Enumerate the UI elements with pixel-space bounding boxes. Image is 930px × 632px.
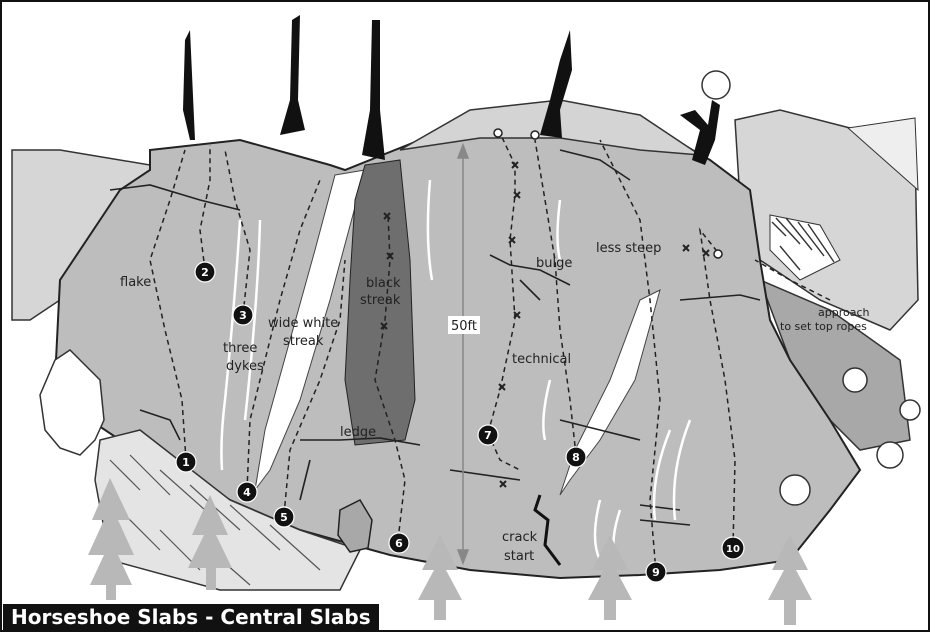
svg-text:8: 8 <box>572 451 580 464</box>
label-black: black <box>366 276 401 291</box>
svg-text:9: 9 <box>652 566 660 579</box>
route-marker-2[interactable]: 2 <box>195 262 215 282</box>
svg-text:7: 7 <box>484 429 492 442</box>
label-flake: flake <box>120 275 151 290</box>
label-bulge: bulge <box>536 256 572 271</box>
bush-right-2 <box>877 442 903 468</box>
label-wide-white: wide white <box>268 316 338 331</box>
route-marker-6[interactable]: 6 <box>389 533 409 553</box>
label-dykes: dykes <box>226 359 264 374</box>
label-start: start <box>504 549 534 564</box>
route-marker-8[interactable]: 8 <box>566 447 586 467</box>
route-marker-7[interactable]: 7 <box>478 425 498 445</box>
svg-text:4: 4 <box>243 486 251 499</box>
label-black-streak: streak <box>360 293 401 308</box>
label-to-set: to set top ropes <box>780 320 867 333</box>
bush-right-3 <box>780 475 810 505</box>
route-marker-4[interactable]: 4 <box>237 482 257 502</box>
route-marker-9[interactable]: 9 <box>646 562 666 582</box>
height-label: 50ft <box>451 319 477 334</box>
bush-right-1 <box>843 368 867 392</box>
route-marker-3[interactable]: 3 <box>233 305 253 325</box>
bush-top <box>702 71 730 99</box>
label-technical: technical <box>512 352 571 367</box>
label-ledge: ledge <box>340 425 376 440</box>
svg-text:6: 6 <box>395 537 403 550</box>
label-crack: crack <box>502 530 538 545</box>
svg-text:10: 10 <box>726 544 740 555</box>
label-less-steep: less steep <box>596 241 661 256</box>
route-marker-5[interactable]: 5 <box>274 507 294 527</box>
label-approach: approach <box>818 306 870 319</box>
route-marker-10[interactable]: 10 <box>722 537 744 559</box>
svg-text:5: 5 <box>280 511 288 524</box>
page-title: Horseshoe Slabs - Central Slabs <box>3 604 379 630</box>
svg-text:2: 2 <box>201 266 209 279</box>
bush-right-4 <box>900 400 920 420</box>
label-three: three <box>223 341 257 356</box>
route-marker-1[interactable]: 1 <box>176 452 196 472</box>
svg-text:3: 3 <box>239 309 247 322</box>
svg-text:1: 1 <box>182 456 190 469</box>
label-streak: streak <box>283 334 324 349</box>
